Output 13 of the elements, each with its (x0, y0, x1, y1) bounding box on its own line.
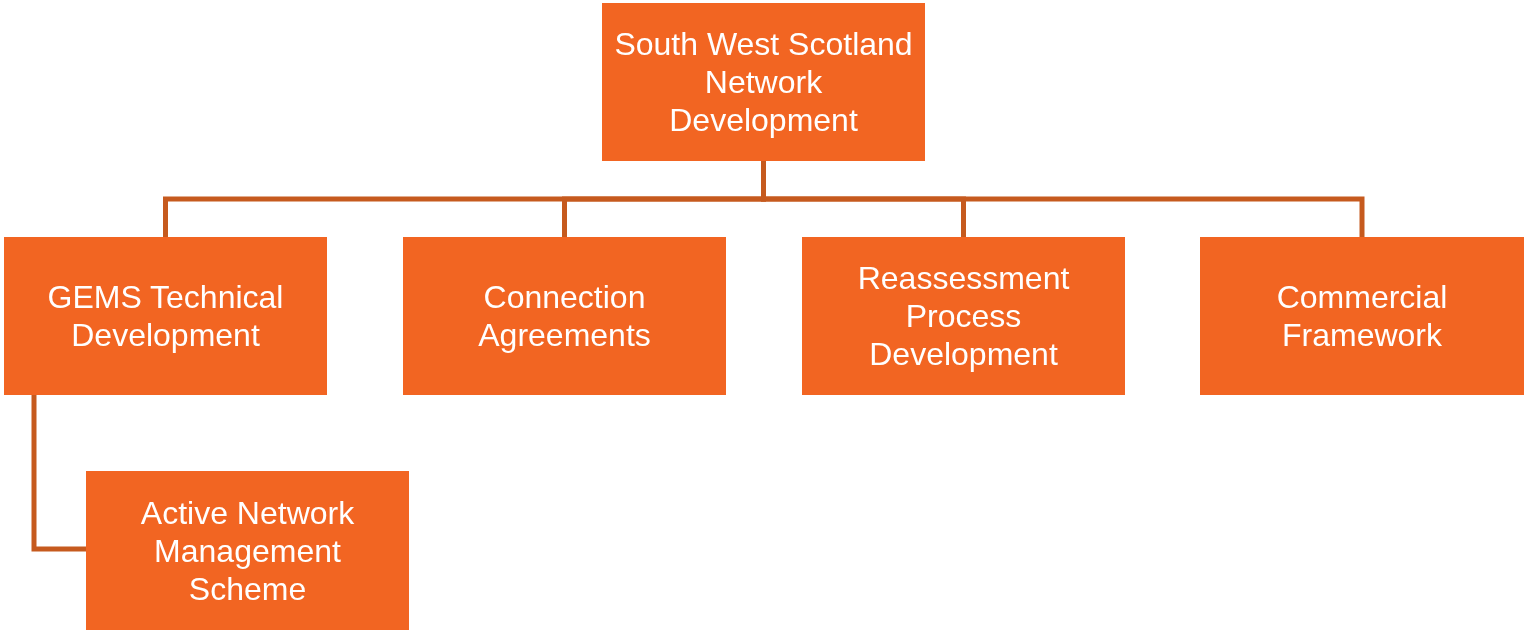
box-label: South West Scotland Network Development (614, 25, 913, 139)
box-label: Reassessment Process Development (856, 259, 1071, 373)
box-label: Commercial Framework (1275, 278, 1449, 354)
org-box (1200, 237, 1524, 395)
org-box (602, 3, 925, 161)
org-box (802, 237, 1125, 395)
box-label: GEMS Technical Development (46, 278, 285, 354)
org-box (4, 237, 327, 395)
box-label: Connection Agreements (477, 278, 652, 354)
org-box (403, 237, 726, 395)
org-box (86, 471, 409, 630)
connector-line (31, 395, 86, 552)
box-label: Active Network Management Scheme (139, 493, 356, 608)
